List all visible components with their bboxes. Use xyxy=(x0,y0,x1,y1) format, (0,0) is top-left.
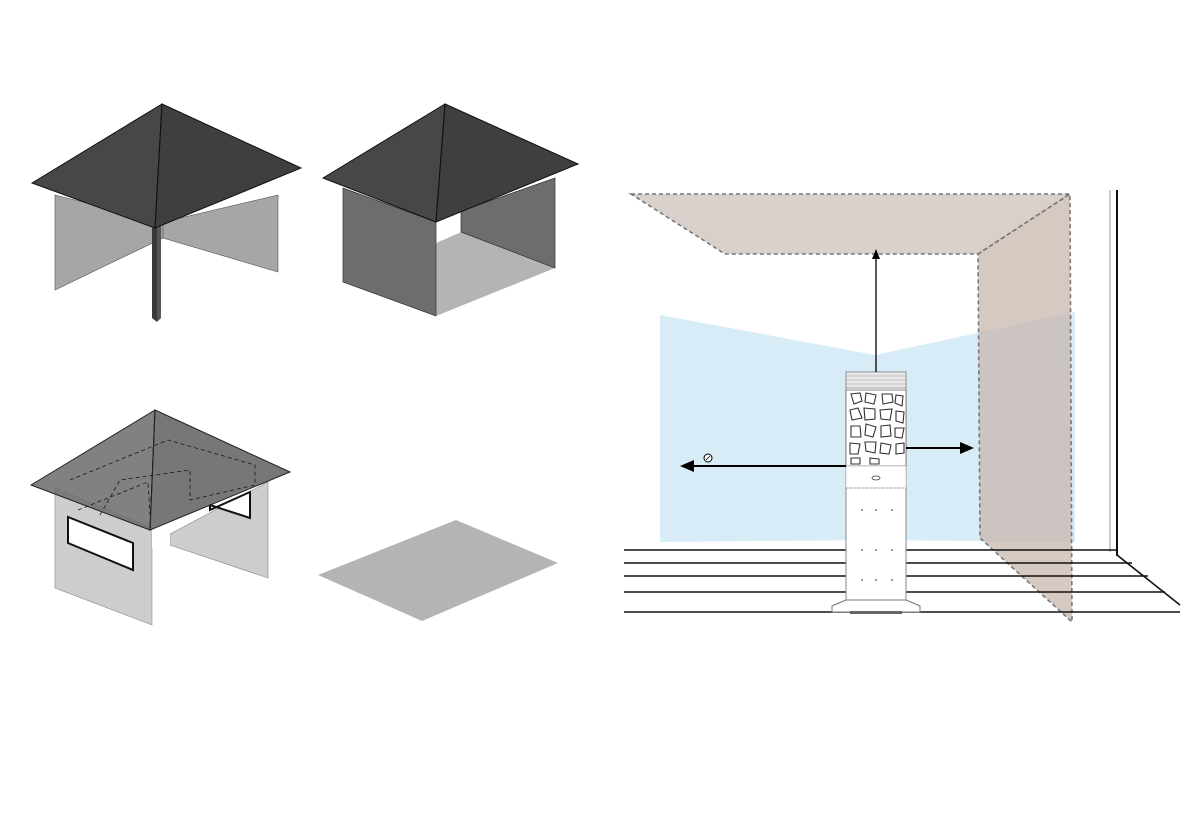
back-opening xyxy=(152,528,170,548)
shelter-open-floor xyxy=(318,520,558,621)
heater-feet xyxy=(850,611,902,614)
floor-icon xyxy=(318,520,558,621)
up-clearance-arrow xyxy=(872,249,880,372)
post-right-face xyxy=(157,224,161,322)
shelter-roof-with-post xyxy=(32,104,301,322)
heater-scene xyxy=(624,190,1180,622)
post-left-face xyxy=(152,225,157,322)
shelter-three-walls xyxy=(323,104,578,316)
shelter-with-windows xyxy=(31,410,290,625)
heater-control-band xyxy=(846,466,906,488)
side-clearance-zone xyxy=(978,194,1072,622)
heater-base xyxy=(832,600,920,612)
glass-panel-left xyxy=(660,315,875,542)
